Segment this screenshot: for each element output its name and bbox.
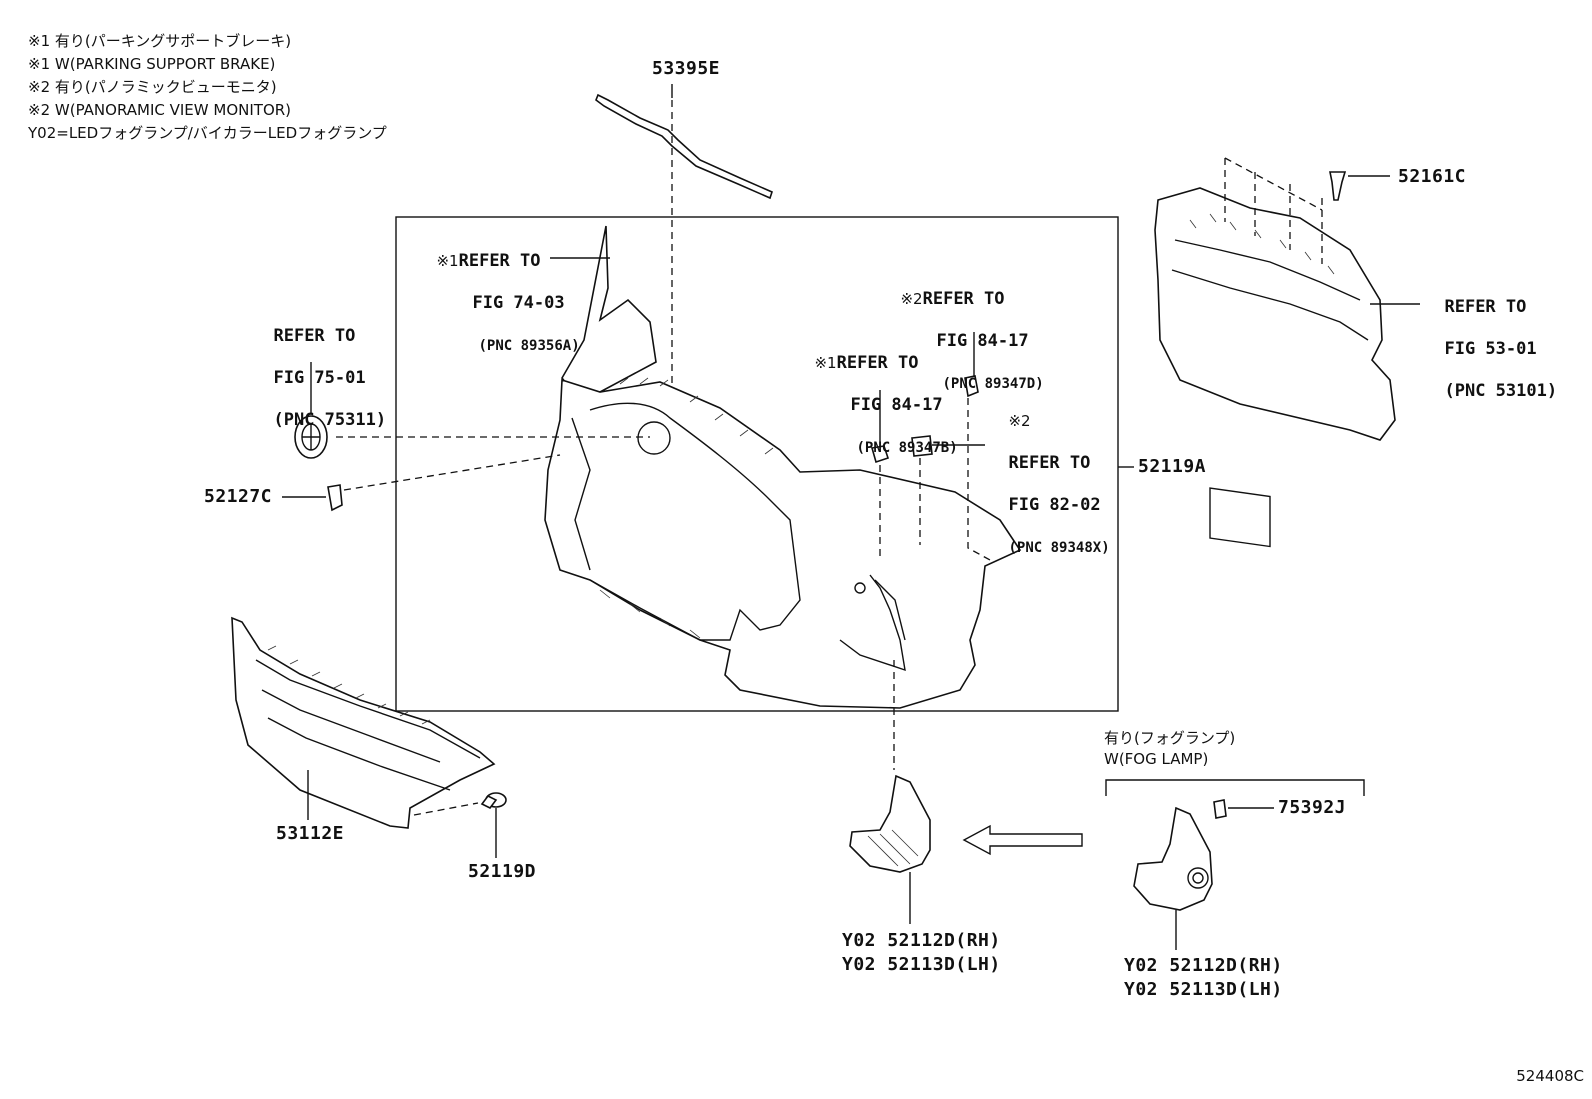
part-label-52161C: 52161C [1398,166,1467,187]
refer-to-text: REFER TO [1444,297,1527,317]
part-label-53395E: 53395E [652,58,721,79]
part-label-52119A: 52119A [1138,456,1207,477]
emblem-75311 [294,415,328,459]
part-label-52127C: 52127C [204,486,273,507]
refer-to-text: REFER TO [1008,453,1091,473]
pnc-number: (PNC 89356A) [478,338,580,354]
clip-75392J [1213,799,1227,819]
clip-52161C [1329,171,1347,201]
pnc-number: (PNC 89347B) [856,440,958,456]
note-line: ※1 有り(パーキングサポートブレーキ) [28,32,292,50]
notes-block: ※1 有り(パーキングサポートブレーキ) ※1 W(PARKING SUPPOR… [28,30,387,145]
diagram-code: 524408C [1516,1067,1584,1085]
bolt-52119D [480,792,507,810]
part-label-53112E: 53112E [276,823,345,844]
bumper-cover-52119A [544,225,1022,709]
note-line: Y02=LEDフォグランプ/バイカラーLEDフォグランプ [28,124,387,142]
note-mark: ※1 [436,252,459,270]
direction-arrow [962,824,1083,856]
pnc-number: (PNC 53101) [1444,381,1558,401]
dash-52119D [413,802,479,816]
retainer-strip-53395E [595,93,773,200]
refer-to-text: REFER TO [922,289,1005,309]
note-line: ※2 W(PANORAMIC VIEW MONITOR) [28,101,292,119]
bracket-89348X [911,435,933,457]
part-label-fog-a-lh: Y02 52113D(LH) [842,954,1001,975]
fig-number: FIG 84-17 [850,395,943,415]
refer-fig-53-01: REFER TO FIG 53-01 (PNC 53101) [1424,276,1557,402]
pnc-number: (PNC 89348X) [1008,540,1110,556]
part-label-fog-b-rh: Y02 52112D(RH) [1124,955,1283,976]
part-label-fog-b-lh: Y02 52113D(LH) [1124,979,1283,1000]
refer-fig-75-01: REFER TO FIG 75-01 (PNC 75311) [253,305,386,431]
pnc-number: (PNC 89347D) [942,376,1044,392]
refer-fig-84-17-d: ※2REFER TO FIG 84-17 (PNC 89347D) [880,268,1044,395]
refer-fig-84-17-b: ※1REFER TO FIG 84-17 (PNC 89347B) [794,332,958,459]
note-line: ※2 有り(パノラミックビューモニタ) [28,78,277,96]
fog-option-bracket [1105,779,1365,796]
refer-fig-74-03: ※1REFER TO FIG 74-03 (PNC 89356A) [416,230,580,357]
fog-option-en: W(FOG LAMP) [1104,750,1209,768]
part-label-75392J: 75392J [1278,797,1347,818]
refer-to-text: REFER TO [458,251,541,271]
note-mark: ※2 [900,290,923,308]
fig-number: FIG 82-02 [1008,495,1101,515]
part-label-52119D: 52119D [468,861,537,882]
refer-to-text: REFER TO [273,326,356,346]
note-line: ※1 W(PARKING SUPPORT BRAKE) [28,55,276,73]
note-mark: ※1 [814,354,837,372]
fog-cover-a [849,774,931,873]
support-53101 [1154,157,1396,548]
dash-52127C [343,454,561,491]
fog-cover-b [1133,806,1213,911]
fig-number: FIG 75-01 [273,368,366,388]
note-mark: ※2 [1008,412,1031,430]
fig-number: FIG 74-03 [472,293,565,313]
bumper-frame-box [395,216,1119,712]
part-label-fog-a-rh: Y02 52112D(RH) [842,930,1001,951]
fig-number: FIG 84-17 [936,331,1029,351]
grille-53112E [231,616,496,829]
refer-fig-82-02: ※2 REFER TO FIG 82-02 (PNC 89348X) [988,390,1110,559]
pnc-number: (PNC 75311) [273,410,387,430]
clip-52127C [327,484,343,512]
fig-number: FIG 53-01 [1444,339,1537,359]
fog-option-jp: 有り(フォグランプ) [1104,729,1236,747]
clip-89347B [870,445,890,464]
dash-89347D [967,398,991,561]
clip-89347D [964,375,979,398]
refer-to-text: REFER TO [836,353,919,373]
